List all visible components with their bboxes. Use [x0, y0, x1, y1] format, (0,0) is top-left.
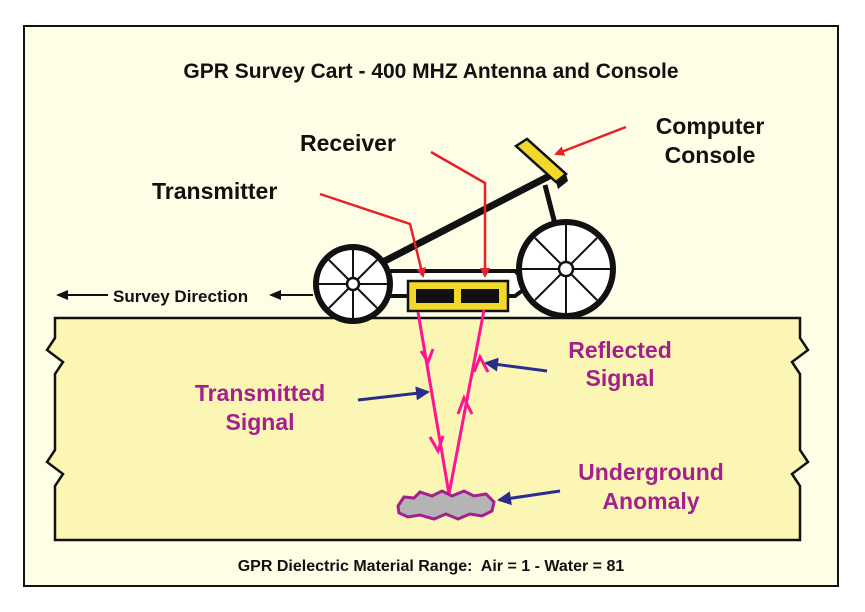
- transmitted-signal-label-line1: Transmitted: [195, 380, 325, 406]
- gpr-antenna: [406, 279, 510, 313]
- underground-anomaly-label-line2: Anomaly: [602, 488, 699, 514]
- transmitter-pointer-arrow: [319, 192, 426, 278]
- ground-block: [45, 316, 810, 542]
- transmitted-signal-label-line2: Signal: [225, 409, 294, 435]
- underground-anomaly-label-line1: Underground: [578, 459, 724, 485]
- computer-console-label-line2: Console: [665, 142, 756, 168]
- reflected-signal-pointer-arrow: [484, 357, 548, 373]
- left-wheel: [313, 244, 393, 324]
- page-title: GPR Survey Cart - 400 MHZ Antenna and Co…: [183, 60, 678, 83]
- transmitter-antenna: [416, 289, 454, 303]
- reflected-signal-label-line2: Signal: [585, 365, 654, 391]
- right-wheel: [516, 219, 616, 319]
- transmitted-signal-pointer-arrow: [357, 386, 430, 402]
- computer-console-label-line1: Computer: [656, 113, 765, 139]
- survey-direction-label: Survey Direction: [113, 287, 248, 306]
- computer-console: [513, 137, 568, 189]
- underground-anomaly: [396, 489, 496, 521]
- transmitter-label: Transmitter: [152, 178, 277, 204]
- receiver-pointer-arrow: [430, 150, 490, 278]
- reflected-signal-label-line1: Reflected: [568, 337, 672, 363]
- receiver-antenna: [461, 289, 499, 303]
- dielectric-range-footer: GPR Dielectric Material Range: Air = 1 -…: [238, 558, 625, 575]
- console-pointer-arrow: [554, 125, 627, 156]
- anomaly-pointer-arrow: [497, 489, 561, 506]
- receiver-label: Receiver: [300, 130, 396, 156]
- transmitted-signal-path: [416, 311, 451, 495]
